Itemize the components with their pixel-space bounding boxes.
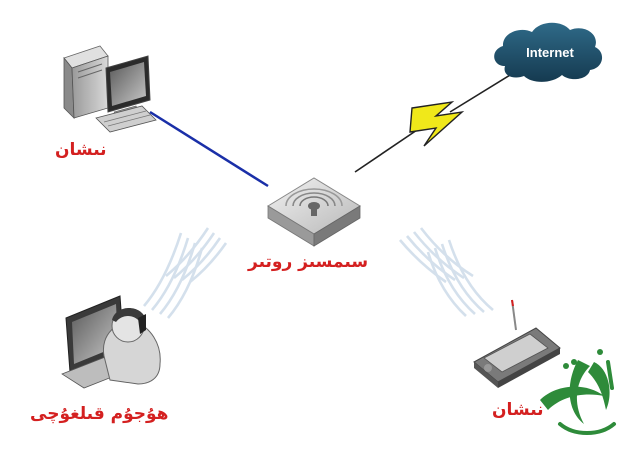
watermark-logo — [540, 349, 616, 435]
desktop-computer-icon — [63, 45, 157, 133]
desktop-target-label: نىشان — [55, 140, 107, 160]
wireless-waves-left — [143, 227, 228, 319]
attacker-label: ھۇجۇم قىلغۇچى — [30, 404, 169, 424]
attacker-icon — [61, 295, 161, 389]
internet-label: Internet — [526, 45, 574, 60]
router-label: سىمسىز روتىر — [248, 252, 369, 272]
pda-device-icon — [473, 299, 561, 388]
wired-link — [149, 110, 269, 188]
pda-target-label: نىشان — [492, 400, 544, 420]
internet-cloud-icon: Internet — [494, 22, 603, 82]
lightning-bolt-icon — [354, 71, 516, 173]
wireless-router-icon — [267, 177, 361, 247]
wireless-waves-right — [399, 227, 494, 317]
